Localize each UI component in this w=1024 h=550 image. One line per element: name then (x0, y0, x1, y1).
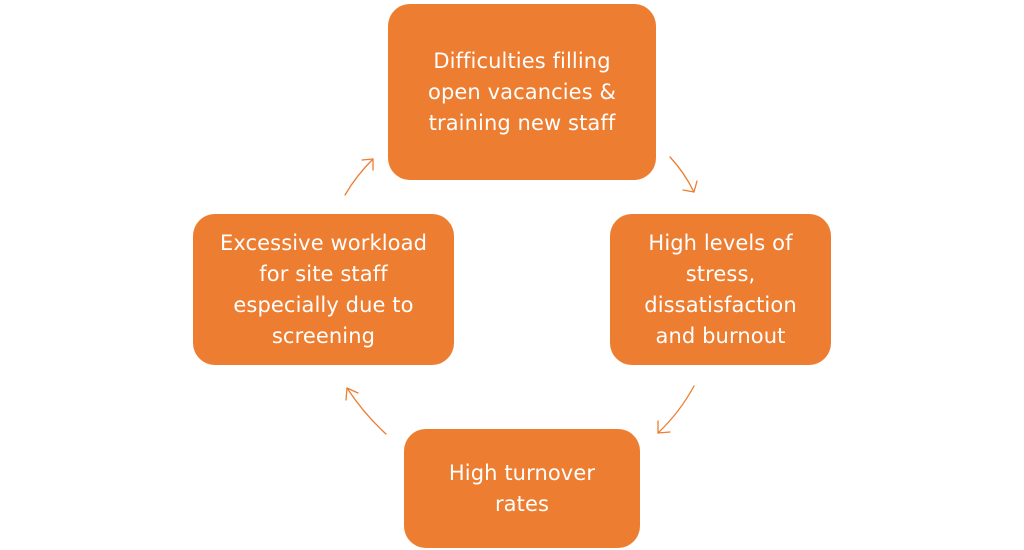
arrow-top-to-right (669, 156, 698, 193)
cycle-step-stress-burnout: High levels of stress, dissatisfaction a… (610, 214, 831, 365)
arrow-right-to-bottom (657, 385, 695, 434)
cycle-step-workload: Excessive workload for site staff especi… (193, 214, 454, 365)
cycle-step-turnover: High turnover rates (404, 429, 640, 548)
cycle-step-vacancies: Difficulties filling open vacancies & tr… (388, 4, 656, 180)
arrow-left-to-top (344, 158, 374, 196)
arrow-bottom-to-left (345, 387, 387, 435)
